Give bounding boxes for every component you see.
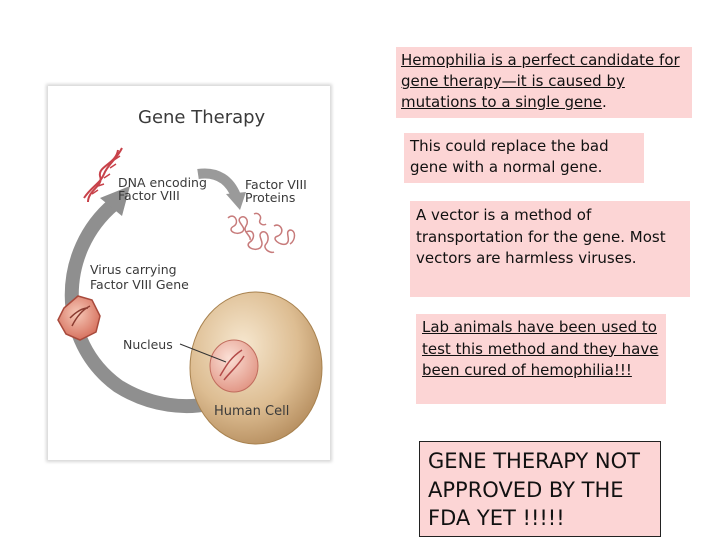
label-nucleus: Nucleus: [123, 337, 173, 352]
protein-arrow-head-icon: [226, 192, 246, 210]
text-box-replace-gene: This could replace the bad gene with a n…: [404, 133, 644, 183]
vector-text: A vector is a method of transportation f…: [416, 206, 666, 267]
gene-therapy-illustration: Gene Therapy DNA encoding Factor VIII Fa…: [57, 107, 323, 445]
label-virus-line2: Factor VIII Gene: [90, 277, 189, 292]
nucleus-icon: [209, 339, 259, 393]
gene-therapy-diagram: Gene Therapy DNA encoding Factor VIII Fa…: [48, 86, 330, 460]
virus-particle-icon: [57, 295, 101, 341]
label-proteins-line2: Proteins: [245, 190, 295, 205]
factor-viii-proteins-icon: [227, 212, 296, 254]
label-virus-line1: Virus carrying: [90, 262, 177, 277]
label-proteins-line1: Factor VIII: [245, 177, 307, 192]
dna-helix-icon: [83, 147, 123, 203]
dna-to-protein-arrow: [197, 168, 241, 199]
label-dna-line2: Factor VIII: [118, 188, 180, 203]
nucleus-pointer: [179, 343, 227, 363]
text-box-hemophilia: Hemophilia is a perfect candidate for ge…: [396, 47, 692, 118]
text-box-vector: A vector is a method of transportation f…: [410, 201, 690, 297]
arrow-head-top-icon: [100, 186, 130, 216]
lab-animals-text: Lab animals have been used to test this …: [422, 318, 659, 379]
replace-gene-text: This could replace the bad gene with a n…: [410, 137, 609, 176]
diagram-title: Gene Therapy: [138, 107, 266, 128]
text-box-fda-warning: GENE THERAPY NOT APPROVED BY THE FDA YET…: [419, 441, 661, 537]
nucleus-dna-icon: [219, 349, 245, 381]
hemophilia-text: Hemophilia is a perfect candidate for ge…: [401, 51, 680, 111]
label-dna-line1: DNA encoding: [118, 175, 207, 190]
fda-warning-text: GENE THERAPY NOT APPROVED BY THE FDA YET…: [428, 449, 640, 530]
hemophilia-text-period: .: [601, 93, 607, 111]
text-box-lab-animals: Lab animals have been used to test this …: [416, 314, 666, 404]
label-human-cell: Human Cell: [214, 404, 289, 419]
cycle-arrow: [64, 198, 210, 414]
